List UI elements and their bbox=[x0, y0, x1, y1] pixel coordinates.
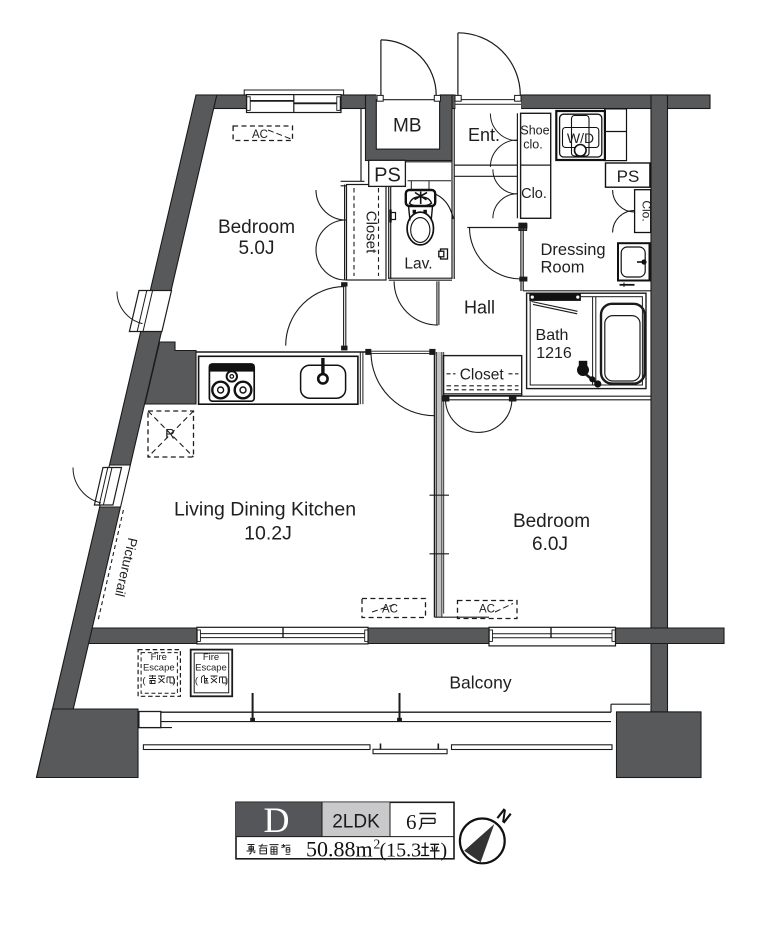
svg-text:Escape: Escape bbox=[195, 663, 227, 674]
svg-text:PS: PS bbox=[617, 167, 640, 186]
svg-text:(: ( bbox=[142, 676, 146, 687]
svg-text:Ent.: Ent. bbox=[468, 125, 500, 145]
svg-text:2: 2 bbox=[374, 837, 381, 852]
svg-text:6.0J: 6.0J bbox=[532, 534, 568, 555]
svg-text:AC: AC bbox=[479, 604, 495, 616]
svg-text:PS: PS bbox=[374, 165, 401, 187]
svg-text:50.88m: 50.88m bbox=[306, 837, 373, 862]
svg-text:clo.: clo. bbox=[523, 138, 542, 152]
svg-text:): ) bbox=[441, 840, 448, 862]
svg-text:10.2J: 10.2J bbox=[244, 523, 292, 545]
svg-text:(15.3: (15.3 bbox=[380, 840, 422, 862]
svg-text:Clo.: Clo. bbox=[521, 186, 547, 202]
svg-text:Shoe: Shoe bbox=[520, 124, 549, 138]
svg-text:Fire: Fire bbox=[203, 652, 219, 663]
svg-text:(: ( bbox=[195, 676, 199, 687]
svg-text:W/D: W/D bbox=[567, 130, 594, 146]
svg-text:Living Dining Kitchen: Living Dining Kitchen bbox=[174, 499, 356, 521]
svg-text:6: 6 bbox=[406, 810, 417, 834]
svg-text:Room: Room bbox=[541, 259, 585, 277]
svg-text:Closet: Closet bbox=[363, 211, 380, 254]
svg-text:Bedroom: Bedroom bbox=[513, 511, 590, 532]
svg-text:Fire: Fire bbox=[151, 652, 167, 663]
svg-text:2LDK: 2LDK bbox=[332, 812, 380, 833]
svg-text:D: D bbox=[264, 800, 290, 840]
svg-text:Closet: Closet bbox=[460, 367, 505, 384]
svg-text:AC: AC bbox=[252, 129, 268, 141]
svg-text:Balcony: Balcony bbox=[449, 673, 512, 693]
svg-text:Bath: Bath bbox=[536, 327, 569, 344]
svg-text:Clo.: Clo. bbox=[639, 200, 653, 221]
svg-text:MB: MB bbox=[393, 116, 422, 137]
svg-text:5.0J: 5.0J bbox=[239, 238, 275, 259]
svg-text:Hall: Hall bbox=[464, 298, 495, 318]
svg-text:Bedroom: Bedroom bbox=[218, 217, 295, 238]
svg-text:1216: 1216 bbox=[536, 345, 572, 362]
svg-text:Lav.: Lav. bbox=[404, 256, 432, 273]
svg-text:Escape: Escape bbox=[143, 663, 175, 674]
svg-text:Dressing: Dressing bbox=[541, 241, 606, 259]
svg-text:AC: AC bbox=[382, 604, 398, 616]
svg-text:R: R bbox=[165, 427, 175, 442]
